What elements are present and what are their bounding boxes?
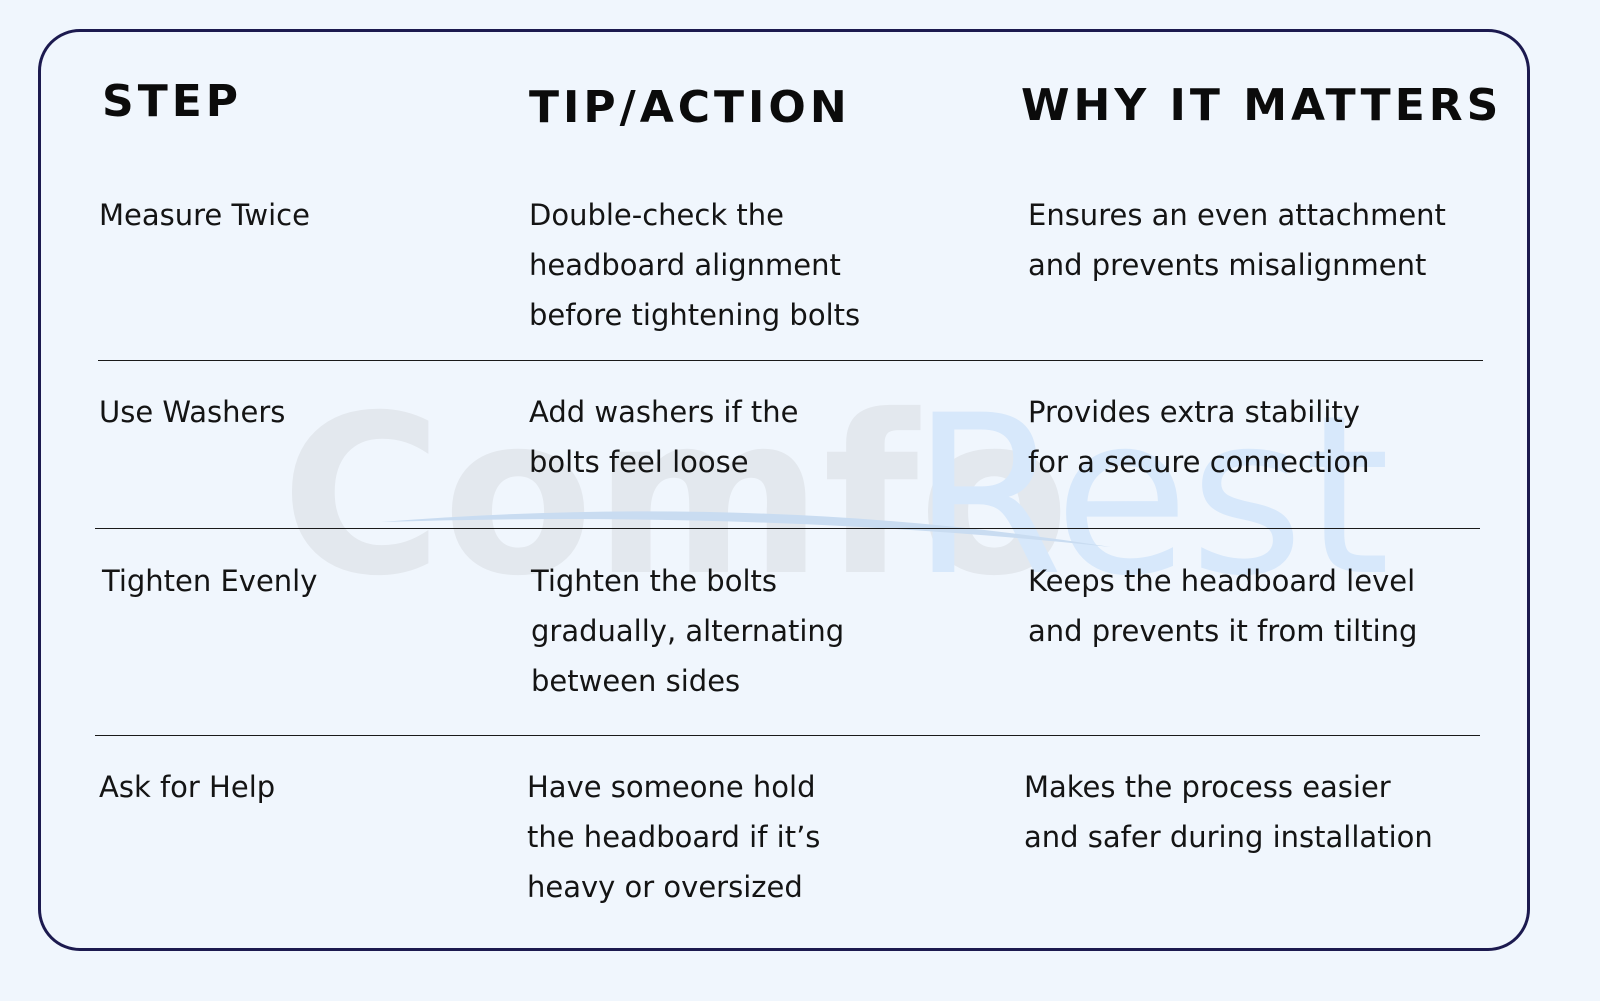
row-2-step: Use Washers [99, 395, 286, 429]
header-step: STEP [102, 76, 243, 127]
row-3-why: Keeps the headboard level and prevents i… [1028, 564, 1418, 648]
watermark-swoosh [381, 511, 1111, 547]
row-1-step: Measure Twice [99, 198, 310, 232]
row-divider-1 [98, 360, 1483, 361]
row-2-tip: Add washers if the bolts feel loose [529, 395, 799, 479]
tips-card: Comfo Rest STEP TIP/ACTION WHY IT MATTER… [38, 29, 1530, 951]
row-3-step: Tighten Evenly [102, 564, 318, 598]
row-2-why: Provides extra stability for a secure co… [1028, 395, 1370, 479]
row-4-why: Makes the process easier and safer durin… [1024, 770, 1433, 854]
row-1-tip: Double-check the headboard alignment bef… [529, 198, 861, 332]
header-tip-action: TIP/ACTION [529, 82, 851, 133]
header-why-it-matters: WHY IT MATTERS [1021, 80, 1503, 131]
row-1-why: Ensures an even attachment and prevents … [1028, 198, 1446, 282]
row-4-step: Ask for Help [99, 770, 276, 804]
row-divider-3 [95, 735, 1480, 736]
row-4-tip: Have someone hold the headboard if it’s … [527, 770, 821, 904]
row-divider-2 [95, 528, 1480, 529]
row-3-tip: Tighten the bolts gradually, alternating… [531, 564, 845, 698]
